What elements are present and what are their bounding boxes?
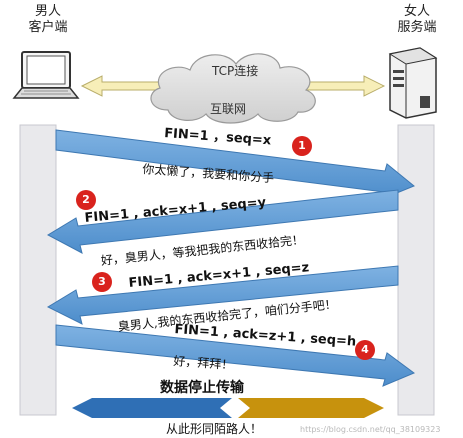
client-label: 男人 客户端 [26, 4, 70, 36]
step2-badge: 2 [76, 190, 96, 210]
step4-badge: 4 [355, 340, 375, 360]
step1-badge: 1 [292, 136, 312, 156]
step2-arrow [46, 189, 399, 254]
watermark-text: https://blog.csdn.net/qq_38109323 [300, 425, 441, 434]
step3-badge: 3 [92, 272, 112, 292]
banner-left [72, 398, 232, 418]
client-label-line2: 客户端 [28, 20, 68, 35]
server-label-line1: 女人 [403, 4, 430, 19]
internet-label: 互联网 [210, 102, 247, 116]
step4-arrow [55, 324, 416, 387]
stop-transfer-label: 数据停止传输 [160, 380, 244, 396]
step3-arrow [46, 265, 399, 325]
cloud-icon [150, 53, 316, 124]
farewell-label: 从此形同陌路人！ [166, 422, 263, 436]
server-label-line2: 服务端 [397, 20, 437, 35]
tcp-connection-label: TCP连接 [212, 64, 259, 78]
server-icon [388, 47, 438, 119]
banner-right [238, 398, 384, 418]
client-label-line1: 男人 [34, 4, 61, 19]
client-timeline-bar [19, 124, 57, 416]
server-label: 女人 服务端 [392, 4, 442, 36]
laptop-icon [12, 51, 80, 99]
